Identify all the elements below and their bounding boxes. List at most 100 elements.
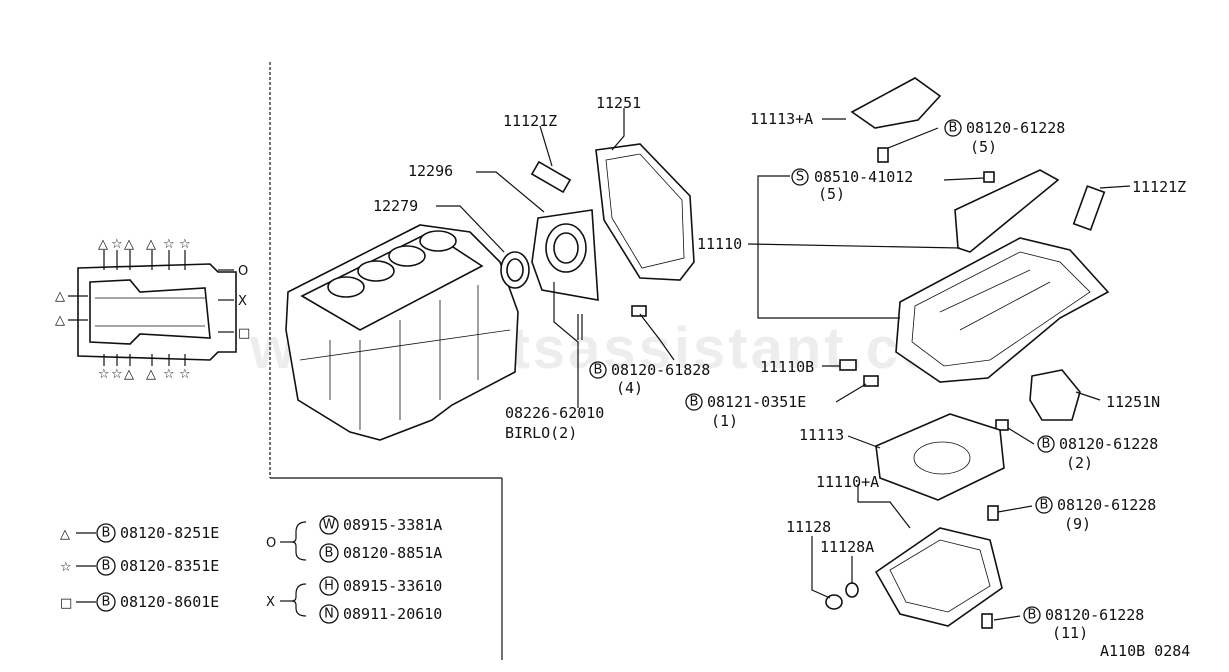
label-11121z-right: 11121Z [1132, 178, 1186, 196]
gasket-bolt-pattern: △ ☆ △ △ ☆ ☆ ☆ ☆ △ △ ☆ ☆ △ △ O X □ [55, 237, 250, 382]
svg-text:X: X [266, 595, 275, 610]
drain-plug-11128 [825, 582, 859, 610]
legend-x-h-code: 08915-33610 [343, 577, 442, 595]
callout-labels: 11121Z 11251 12296 12279 11113+A B 08120… [373, 94, 1190, 660]
svg-text:☆: ☆ [111, 367, 123, 382]
svg-text:N: N [324, 607, 334, 622]
label-11251: 11251 [596, 94, 641, 112]
screw-s [983, 171, 995, 183]
label-11128a: 11128A [820, 538, 874, 556]
legend-circle-b-code: 08120-8851A [343, 544, 442, 562]
bolt-11110b [839, 359, 857, 371]
rod-11121z-right [1072, 185, 1106, 231]
svg-text:☆: ☆ [179, 237, 191, 252]
upper-oil-pan-11110 [895, 237, 1110, 383]
svg-text:△: △ [124, 237, 134, 252]
svg-text:B: B [1028, 608, 1037, 623]
svg-text:S: S [796, 170, 804, 185]
label-bolt-2-code: 08120-61228 [1059, 435, 1158, 453]
legend-x-n-code: 08911-20610 [343, 605, 442, 623]
svg-text:☆: ☆ [163, 367, 175, 382]
label-11110a: 11110+A [816, 473, 879, 491]
svg-text:B: B [949, 121, 958, 136]
bolt-11 [981, 613, 993, 629]
lower-oil-pan-11110a [874, 527, 1003, 627]
svg-text:△: △ [124, 367, 134, 382]
svg-text:B: B [102, 595, 111, 610]
oil-seal-12279 [500, 251, 530, 289]
diagram-code: A110B 0284 [1100, 642, 1190, 660]
svg-text:H: H [324, 579, 334, 594]
label-11251n: 11251N [1106, 393, 1160, 411]
label-12279: 12279 [373, 197, 418, 215]
label-bolt-11-qty: (11) [1052, 624, 1088, 642]
fastener-legend: △ B 08120-8251E ☆ B 08120-8351E □ B 0812… [60, 515, 442, 624]
legend-square-code: 08120-8601E [120, 593, 219, 611]
stud-08226 [577, 314, 583, 340]
bolt-top [877, 147, 889, 163]
svg-text:△: △ [55, 289, 65, 304]
label-screw-s-code: 08510-41012 [814, 168, 913, 186]
label-11121z-left: 11121Z [503, 112, 557, 130]
rear-plate-gasket-11251 [595, 143, 695, 281]
svg-text:△: △ [55, 313, 65, 328]
label-screw-s-qty: (5) [818, 185, 845, 203]
svg-text:B: B [325, 546, 334, 561]
svg-text:□: □ [60, 596, 72, 611]
svg-text:☆: ☆ [179, 367, 191, 382]
baffle-plate-11113a [850, 77, 942, 129]
label-11110: 11110 [697, 235, 742, 253]
label-bolt-2-qty: (2) [1066, 454, 1093, 472]
bolt-9 [987, 505, 999, 521]
svg-text:B: B [1040, 498, 1049, 513]
svg-text:O: O [266, 536, 276, 551]
svg-text:☆: ☆ [111, 237, 123, 252]
legend-circle-w-code: 08915-3381A [343, 516, 442, 534]
label-bolt-11-code: 08120-61228 [1045, 606, 1144, 624]
svg-text:B: B [690, 395, 699, 410]
bolt-2 [995, 419, 1009, 431]
label-bolt-1-qty: (1) [711, 412, 738, 430]
svg-text:B: B [102, 559, 111, 574]
svg-text:△: △ [146, 237, 156, 252]
rod-11121z-left [530, 160, 572, 194]
svg-text:△: △ [60, 527, 70, 542]
label-11128: 11128 [786, 518, 831, 536]
label-12296: 12296 [408, 162, 453, 180]
svg-text:X: X [238, 294, 247, 309]
label-11113a: 11113+A [750, 110, 813, 128]
label-bolt-4-qty: (4) [616, 379, 643, 397]
strip-11110 [954, 169, 1060, 253]
svg-text:□: □ [238, 326, 250, 341]
baffle-11113 [875, 413, 1005, 501]
svg-text:△: △ [98, 237, 108, 252]
svg-text:☆: ☆ [163, 237, 175, 252]
label-stud-code: 08226-62010 [505, 404, 604, 422]
svg-text:△: △ [146, 367, 156, 382]
svg-text:B: B [594, 363, 603, 378]
cylinder-block [285, 224, 519, 441]
label-bolt-9-code: 08120-61228 [1057, 496, 1156, 514]
label-bolt-4-code: 08120-61828 [611, 361, 710, 379]
label-stud-name: BIRLO(2) [505, 424, 577, 442]
svg-text:W: W [323, 518, 336, 533]
bolt-0351e [863, 375, 879, 387]
svg-text:O: O [238, 264, 248, 279]
bolt-61828 [631, 305, 647, 317]
cover-11251n [1029, 369, 1081, 421]
legend-star-code: 08120-8351E [120, 557, 219, 575]
label-11110b: 11110B [760, 358, 814, 376]
label-bolt-top-code: 08120-61228 [966, 119, 1065, 137]
label-bolt-top-qty: (5) [970, 138, 997, 156]
label-11113: 11113 [799, 426, 844, 444]
label-bolt-9-qty: (9) [1064, 515, 1091, 533]
seal-retainer-12296 [531, 209, 599, 301]
svg-text:☆: ☆ [60, 560, 72, 575]
svg-text:B: B [102, 526, 111, 541]
leader-lines [436, 108, 1131, 621]
svg-text:B: B [1042, 437, 1051, 452]
legend-triangle-code: 08120-8251E [120, 524, 219, 542]
svg-text:☆: ☆ [98, 367, 110, 382]
label-bolt-1-code: 08121-0351E [707, 393, 806, 411]
